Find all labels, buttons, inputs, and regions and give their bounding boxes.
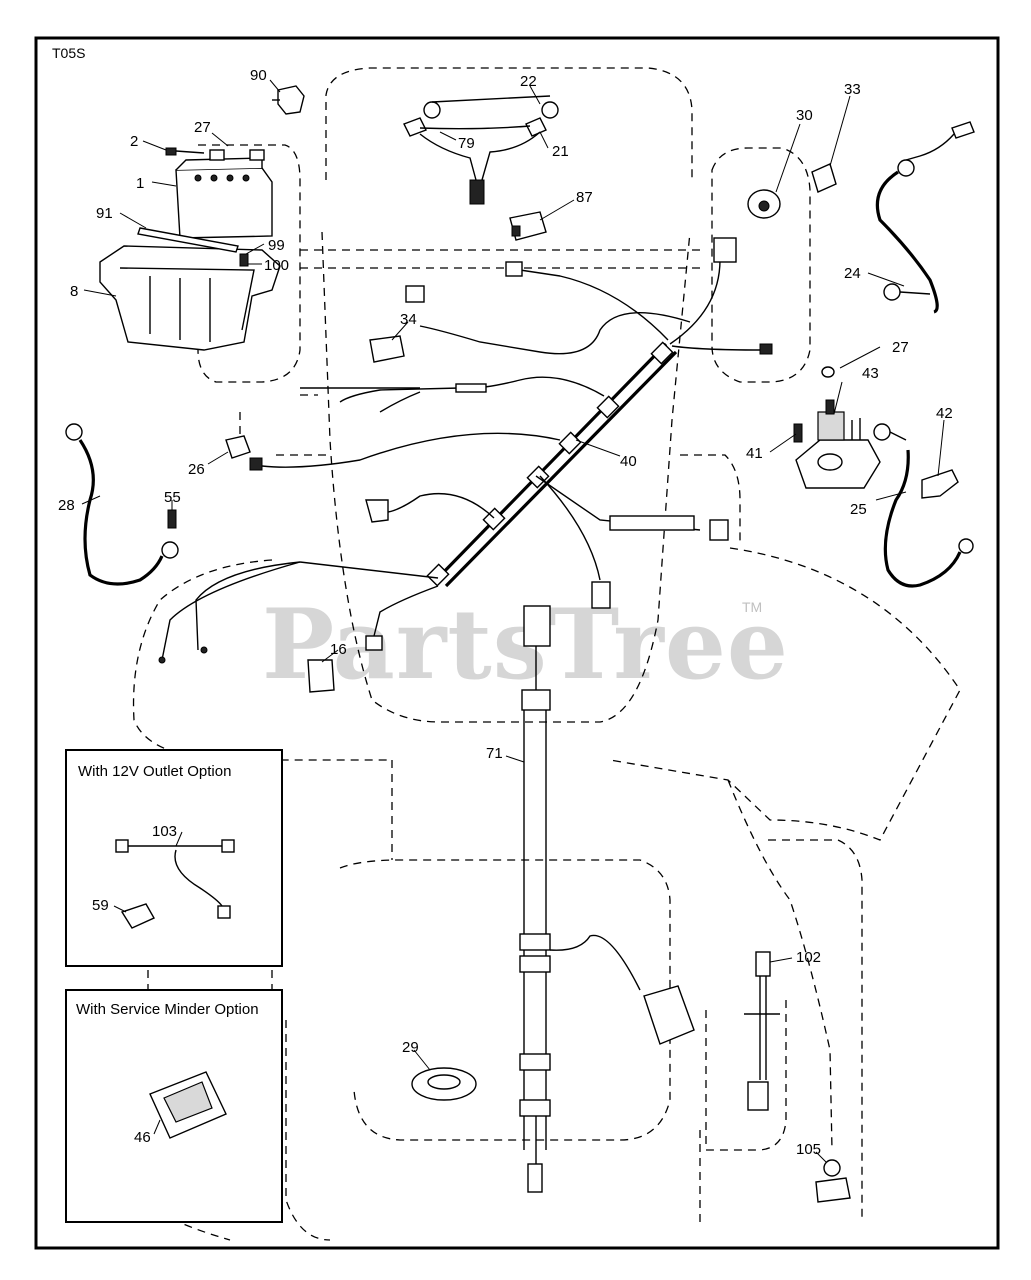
callout-43: 43 <box>862 365 879 382</box>
callout-46: 46 <box>134 1129 151 1146</box>
plunger-switch <box>815 1177 851 1203</box>
callout-59: 59 <box>92 897 109 914</box>
callout-90: 90 <box>250 67 267 84</box>
headlight-harness <box>403 95 559 241</box>
diagram-frame <box>34 36 1000 1250</box>
switch-module <box>811 163 837 193</box>
fuse-holder <box>277 85 305 115</box>
callout-27a: 27 <box>194 119 211 136</box>
callout-1: 1 <box>136 175 144 192</box>
callout-71: 71 <box>486 745 503 762</box>
callout-105: 105 <box>796 1141 821 1158</box>
switch <box>369 335 405 363</box>
callout-28: 28 <box>58 497 75 514</box>
callout-91: 91 <box>96 205 113 222</box>
callout-79: 79 <box>458 135 475 152</box>
callout-29: 29 <box>402 1039 419 1056</box>
callout-100: 100 <box>264 257 289 274</box>
leader-lines <box>81 79 945 1163</box>
callout-labels: 1 2 27 91 8 99 100 90 22 79 21 87 30 33 … <box>58 67 953 1158</box>
callout-55: 55 <box>164 489 181 506</box>
callout-30: 30 <box>796 107 813 124</box>
callout-21: 21 <box>552 143 569 160</box>
callout-99: 99 <box>268 237 285 254</box>
callout-34: 34 <box>400 311 417 328</box>
battery <box>175 167 273 239</box>
battery-strap <box>137 227 239 253</box>
inset-service-minder: With Service Minder Option <box>65 989 283 1223</box>
watermark-trademark: TM <box>742 599 762 615</box>
battery-cable-negative <box>873 423 974 588</box>
diagram-code: T05S <box>52 45 85 61</box>
callout-103: 103 <box>152 823 177 840</box>
seat-switch <box>643 985 695 1045</box>
callout-2: 2 <box>130 133 138 150</box>
power-outlet <box>120 903 155 929</box>
center-harness <box>411 605 695 1193</box>
callout-102: 102 <box>796 949 821 966</box>
callout-25: 25 <box>850 501 867 518</box>
main-harness <box>158 237 773 693</box>
callout-8: 8 <box>70 283 78 300</box>
battery-cable-positive <box>875 121 975 314</box>
callout-27b: 27 <box>892 339 909 356</box>
inset-service-minder-title: With Service Minder Option <box>76 1001 259 1018</box>
callout-33: 33 <box>844 81 861 98</box>
battery-bolt <box>165 147 177 156</box>
callout-40: 40 <box>620 453 637 470</box>
inset-12v-title: With 12V Outlet Option <box>78 763 231 780</box>
callout-41: 41 <box>746 445 763 462</box>
ground-cable <box>65 423 179 586</box>
starter-solenoid <box>793 366 881 489</box>
callout-87: 87 <box>576 189 593 206</box>
battery-tray <box>99 245 281 351</box>
connector <box>307 659 335 693</box>
callout-16: 16 <box>330 641 347 658</box>
terminal-boot <box>921 469 959 499</box>
battery-assembly <box>99 85 305 351</box>
callout-22: 22 <box>520 73 537 90</box>
harness-trunk <box>434 342 668 582</box>
inset-12v-outlet: With 12V Outlet Option <box>65 749 283 967</box>
tractor-outline <box>123 67 961 1241</box>
callout-42: 42 <box>936 405 953 422</box>
rear-parts <box>744 951 851 1203</box>
ignition-parts <box>747 163 837 219</box>
callout-24: 24 <box>844 265 861 282</box>
callout-26: 26 <box>188 461 205 478</box>
